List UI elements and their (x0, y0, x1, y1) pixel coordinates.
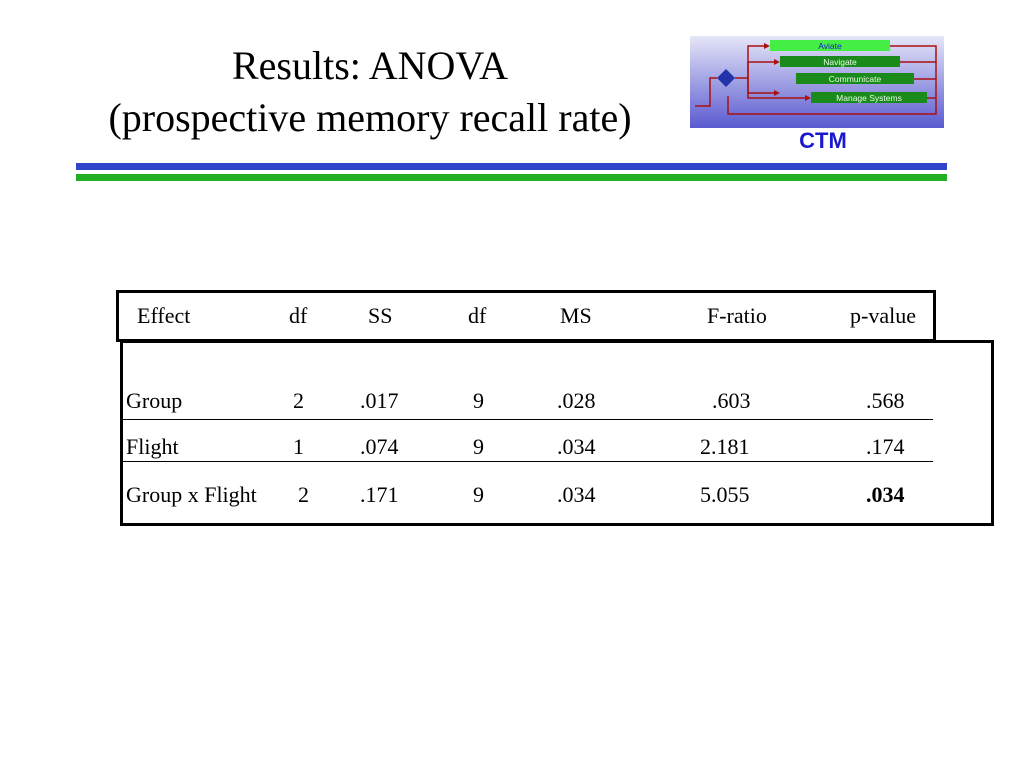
table-body-box (120, 340, 994, 526)
cell-p-value: .174 (866, 434, 905, 459)
header-p-value: p-value (850, 303, 916, 328)
cell-ss: .074 (360, 434, 399, 459)
cell-ms: .028 (557, 388, 596, 413)
logo-box-navigate (780, 56, 900, 67)
cell-ms: .034 (557, 434, 596, 459)
logo-box-manage-systems (811, 92, 927, 103)
logo-arrowheads (764, 43, 811, 101)
logo-item-navigate: Navigate (823, 57, 857, 67)
logo-item-manage-systems: Manage Systems (836, 93, 902, 103)
header-ms: MS (560, 303, 592, 328)
logo-item-aviate: Aviate (818, 41, 842, 51)
divider-blue (76, 163, 947, 170)
header-ss: SS (368, 303, 393, 328)
header-df: df (289, 303, 308, 328)
table-header-box (116, 290, 936, 342)
cell-df: 2 (293, 388, 304, 413)
header-f-ratio: F-ratio (707, 303, 767, 328)
logo-box-communicate (796, 73, 914, 84)
header-effect: Effect (137, 303, 191, 328)
diamond-icon (717, 69, 735, 87)
cell-f-ratio: .603 (712, 388, 751, 413)
cell-df-error: 9 (473, 388, 484, 413)
cell-effect: Group x Flight (126, 482, 257, 507)
cell-f-ratio: 5.055 (700, 482, 750, 507)
cell-p-value: .568 (866, 388, 905, 413)
cell-effect: Flight (126, 434, 179, 459)
row-separator (123, 461, 933, 462)
row-separator (123, 419, 933, 420)
cell-p-value-significant: .034 (866, 482, 905, 507)
ctm-logo-label: CTM (799, 128, 847, 153)
slide-title-line-1: Results: ANOVA (232, 43, 508, 88)
slide-title-line-2: (prospective memory recall rate) (108, 95, 632, 140)
cell-df: 1 (293, 434, 304, 459)
divider-green (76, 174, 947, 181)
logo-boxes (770, 40, 927, 103)
cell-df: 2 (298, 482, 309, 507)
logo-box-aviate (770, 40, 890, 51)
cell-effect: Group (126, 388, 183, 413)
cell-df-error: 9 (473, 482, 484, 507)
cell-df-error: 9 (473, 434, 484, 459)
cell-f-ratio: 2.181 (700, 434, 750, 459)
header-df-error: df (468, 303, 487, 328)
cell-ss: .171 (360, 482, 399, 507)
slide-title: Results: ANOVA (prospective memory recal… (60, 40, 680, 144)
cell-ss: .017 (360, 388, 399, 413)
logo-item-communicate: Communicate (829, 74, 882, 84)
ctm-diagram: Aviate Navigate Communicate Manage Syste… (690, 36, 944, 128)
ctm-logo: Aviate Navigate Communicate Manage Syste… (690, 36, 944, 128)
cell-ms: .034 (557, 482, 596, 507)
